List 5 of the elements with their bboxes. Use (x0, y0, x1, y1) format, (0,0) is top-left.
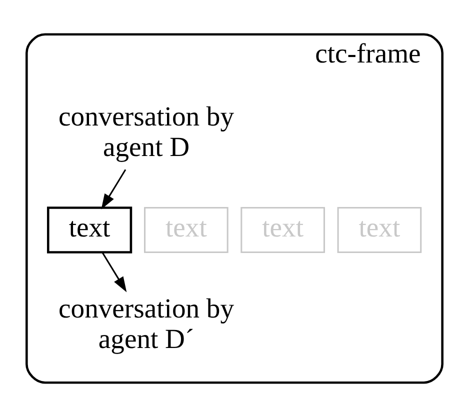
arrow (101, 168, 126, 209)
node-text: conversation by agent D´ (58, 292, 234, 354)
node-text: conversation by agent D (58, 100, 234, 162)
node-box: text (46, 206, 132, 253)
arrow (102, 252, 127, 292)
